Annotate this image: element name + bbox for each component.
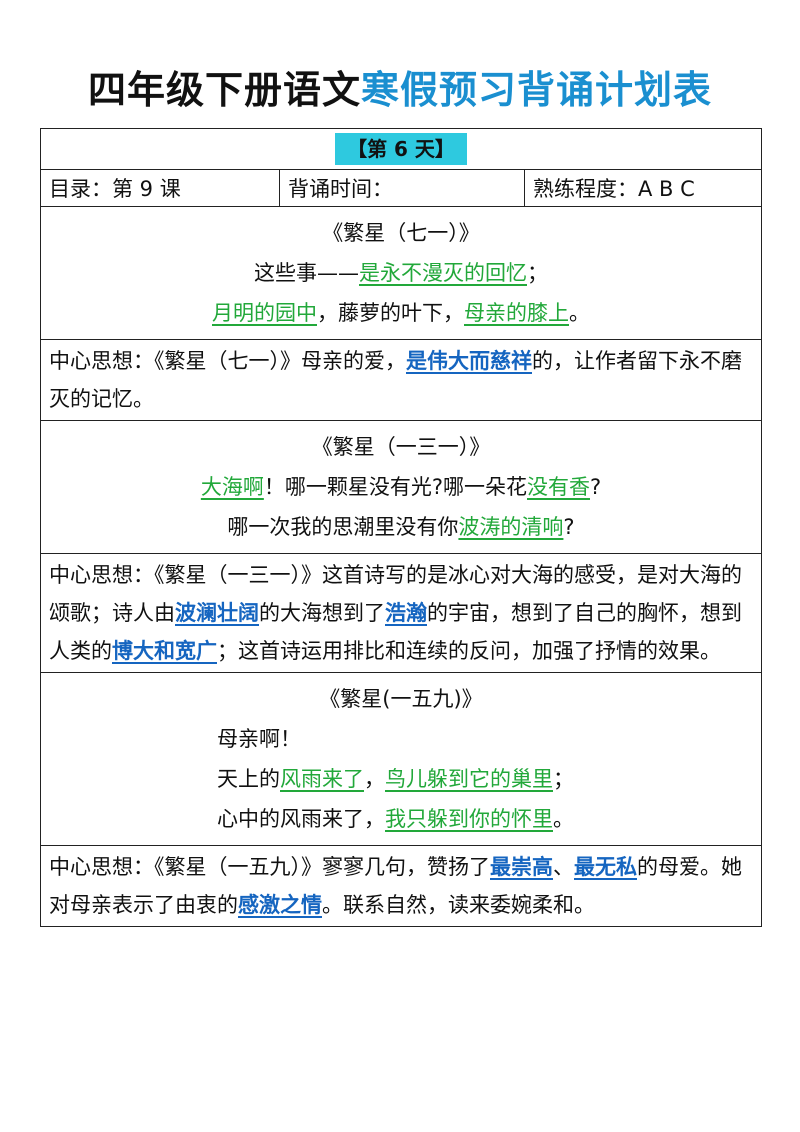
- text: ，: [364, 767, 385, 791]
- poem-131: 《繁星（一三一）》 大海啊！哪一颗星没有光?哪一朵花没有香? 哪一次我的思潮里没…: [40, 420, 762, 554]
- idea-71: 中心思想：《繁星（七一）》母亲的爱，是伟大而慈祥的，让作者留下永不磨灭的记忆。: [40, 339, 762, 421]
- text: 这些事——: [254, 261, 359, 285]
- highlight: 没有香: [527, 475, 590, 499]
- text: ；: [553, 767, 574, 791]
- poem-line: 哪一次我的思潮里没有你波涛的清响?: [41, 507, 761, 547]
- highlight: 波涛的清响: [458, 515, 564, 539]
- poem-title: 《繁星（一三一）》: [311, 435, 491, 459]
- proficiency-cell: 熟练程度：A B C: [524, 169, 762, 207]
- poem-159: 《繁星(一五九)》 母亲啊！ 天上的风雨来了，鸟儿躲到它的巢里； 心中的风雨来了…: [40, 672, 762, 846]
- text: 的母爱。她对母亲表示了由衷的: [49, 855, 742, 917]
- text: ，藤萝的叶下，: [317, 301, 464, 325]
- poem-line: 大海啊！哪一颗星没有光?哪一朵花没有香?: [41, 467, 761, 507]
- highlight: 月明的园中: [212, 301, 317, 325]
- keyword: 博大和宽广: [112, 639, 217, 663]
- text: 的，让作者留下永不磨灭的记忆。: [49, 349, 742, 411]
- day-cell: 【第 6 天】: [40, 128, 762, 170]
- text: 、: [553, 855, 574, 879]
- text: 天上的: [217, 767, 280, 791]
- text: 的宇宙，想到了自己的胸怀，想到人类的: [49, 601, 742, 663]
- text: 。: [569, 301, 590, 325]
- title-part2: 寒假预习背诵计划表: [361, 68, 713, 112]
- highlight: 母亲的膝上: [464, 301, 569, 325]
- highlight: 是永不漫灭的回忆: [359, 261, 527, 285]
- poem-71: 《繁星（七一）》 这些事——是永不漫灭的回忆； 月明的园中，藤萝的叶下，母亲的膝…: [40, 206, 762, 340]
- highlight: 风雨来了: [280, 767, 364, 791]
- highlight: 我只躲到你的怀里: [385, 807, 553, 831]
- text: 。联系自然，读来委婉柔和。: [322, 893, 595, 917]
- poem-line: 母亲啊！: [217, 727, 301, 751]
- catalog-cell: 目录：第 9 课: [40, 169, 280, 207]
- highlight: 大海啊: [200, 475, 264, 499]
- keyword: 最无私: [574, 855, 637, 879]
- text: 心中的风雨来了，: [217, 807, 385, 831]
- text: ?: [590, 475, 602, 499]
- poem-title: 《繁星（七一）》: [322, 221, 480, 245]
- text: ；: [527, 261, 548, 285]
- poem-line: 月明的园中，藤萝的叶下，母亲的膝上。: [41, 293, 761, 333]
- day-badge: 【第 6 天】: [335, 133, 467, 165]
- text: ?: [563, 515, 575, 539]
- text: 中心思想：《繁星（一三一）》这首诗写的是冰心对大海的感受，是对大海的颂歌；诗人由: [49, 563, 742, 625]
- text: ；这首诗运用排比和连续的反问，加强了抒情的效果。: [217, 639, 721, 663]
- keyword: 感激之情: [238, 893, 322, 917]
- poem-line: 天上的风雨来了，鸟儿躲到它的巢里；: [41, 759, 761, 799]
- keyword: 浩瀚: [385, 601, 427, 625]
- keyword: 最崇高: [490, 855, 553, 879]
- keyword: 是伟大而慈祥: [406, 349, 532, 373]
- idea-159: 中心思想：《繁星（一五九）》寥寥几句，赞扬了最崇高、最无私的母爱。她对母亲表示了…: [40, 845, 762, 927]
- text: 。: [553, 807, 574, 831]
- poem-line: 这些事——是永不漫灭的回忆；: [41, 253, 761, 293]
- text: 中心思想：《繁星（一五九）》寥寥几句，赞扬了: [49, 855, 490, 879]
- text: 哪一次我的思潮里没有你: [227, 515, 459, 539]
- highlight: 鸟儿躲到它的巢里: [385, 767, 553, 791]
- poem-title: 《繁星(一五九)》: [319, 687, 483, 711]
- page-title: 四年级下册语文寒假预习背诵计划表: [0, 62, 800, 118]
- title-part1: 四年级下册语文: [87, 68, 361, 112]
- plan-table: 【第 6 天】 目录：第 9 课 背诵时间： 熟练程度：A B C 《繁星（七一…: [40, 128, 762, 927]
- poem-line: 心中的风雨来了，我只躲到你的怀里。: [41, 799, 761, 839]
- text: ！哪一颗星没有光?哪一朵花: [263, 475, 527, 499]
- keyword: 波澜壮阔: [175, 601, 259, 625]
- recite-time-cell: 背诵时间：: [279, 169, 525, 207]
- text: 中心思想：《繁星（七一）》母亲的爱，: [49, 349, 406, 373]
- text: 的大海想到了: [259, 601, 385, 625]
- idea-131: 中心思想：《繁星（一三一）》这首诗写的是冰心对大海的感受，是对大海的颂歌；诗人由…: [40, 553, 762, 673]
